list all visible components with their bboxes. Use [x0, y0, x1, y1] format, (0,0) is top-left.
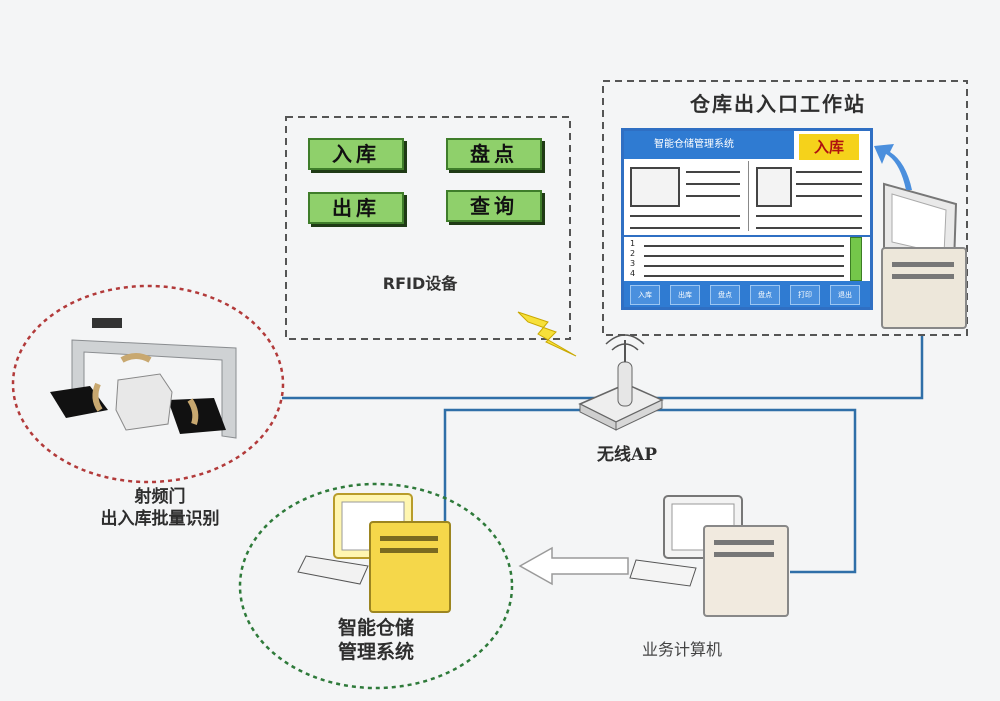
rf-gate-circle	[11, 284, 285, 484]
list-scrollbar[interactable]	[850, 237, 862, 281]
workstation-title: 仓库出入口工作站	[690, 92, 866, 116]
toolbar-button[interactable]: 打印	[790, 285, 820, 305]
rf-gate-label-line2: 出入库批量识别	[100, 509, 220, 529]
product-image-icon	[630, 167, 680, 207]
wms-label-line1: 智能仓储	[337, 617, 414, 639]
rf-gate-label: 射频门 出入库批量识别	[80, 486, 240, 530]
toolbar-button[interactable]: 出库	[670, 285, 700, 305]
list-number: 1	[630, 239, 636, 248]
wms-circle	[238, 482, 514, 690]
wireless-ap-icon	[578, 334, 664, 431]
toolbar-button[interactable]: 盘点	[710, 285, 740, 305]
wms-label: 智能仓储 管理系统	[316, 616, 436, 664]
data-flow-arrow-icon	[518, 546, 629, 586]
screen-title: 智能仓储管理系统	[624, 131, 794, 159]
out-stock-button[interactable]: 出库	[308, 192, 404, 224]
workstation-frame	[602, 80, 968, 336]
wireless-ap-label: 无线AP	[597, 445, 657, 465]
in-stock-button[interactable]: 入库	[308, 138, 404, 170]
network-links	[282, 334, 924, 574]
inventory-check-button[interactable]: 盘点	[446, 138, 542, 170]
rfid-device-frame	[285, 116, 571, 340]
business-computer-label: 业务计算机	[641, 640, 722, 659]
list-number: 4	[630, 269, 636, 278]
wms-computer-icon	[297, 493, 451, 613]
screen-toolbar: 入库 出库 盘点 盘点 打印 退出	[624, 281, 870, 307]
list-number: 3	[630, 259, 636, 268]
rfid-device-label: RFID设备	[382, 274, 458, 293]
workstation-screen: 智能仓储管理系统 入库 1 2 3 4 入库 出库 盘点 盘点 打印 退出	[621, 128, 873, 310]
wireless-signal-icon	[517, 311, 577, 357]
scanner-image-icon	[756, 167, 792, 207]
toolbar-button[interactable]: 入库	[630, 285, 660, 305]
rf-gate-icon	[50, 318, 237, 439]
query-button[interactable]: 查询	[446, 190, 542, 222]
toolbar-button[interactable]: 盘点	[750, 285, 780, 305]
workstation-computer-icon	[874, 144, 967, 329]
record-list-numbers: 1 2 3 4	[630, 239, 642, 279]
wms-label-line2: 管理系统	[337, 641, 414, 663]
business-computer-icon	[629, 495, 789, 617]
toolbar-button[interactable]: 退出	[830, 285, 860, 305]
list-number: 2	[630, 249, 636, 258]
screen-mode-tag: 入库	[799, 134, 859, 160]
rf-gate-label-line1: 射频门	[134, 487, 186, 507]
